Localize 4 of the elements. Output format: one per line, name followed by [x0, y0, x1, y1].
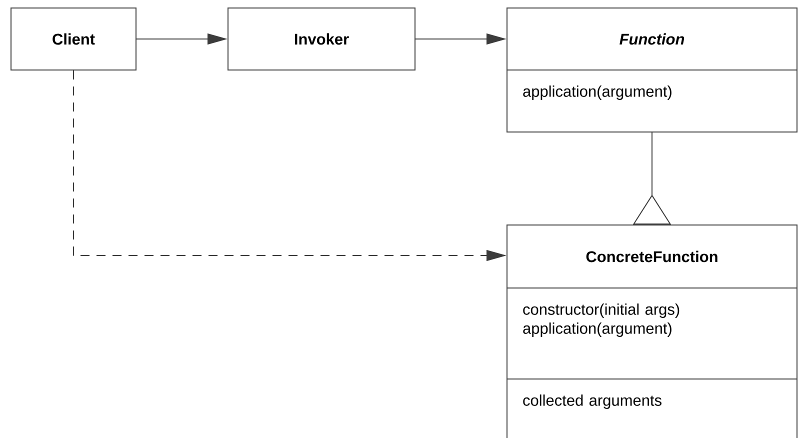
class-box: Function application(argument)	[506, 8, 798, 132]
box: Invoker	[228, 8, 416, 70]
box: Client	[10, 8, 136, 70]
class-box: ConcreteFunction constructor(initial args) application(argument) collected arguments	[506, 224, 798, 438]
